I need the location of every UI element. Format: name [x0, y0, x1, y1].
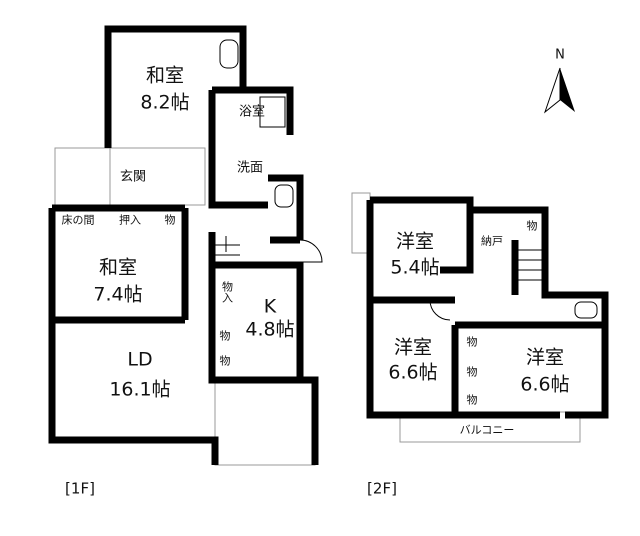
room-oshiire: 押入: [119, 213, 141, 227]
room-size: 8.2帖: [140, 91, 190, 114]
room-name: K: [263, 295, 277, 318]
room-storage-closet: 物入: [220, 281, 234, 303]
room-storage: 物: [466, 393, 478, 407]
room-storage: 物: [219, 354, 231, 368]
room-storage: 物: [219, 329, 231, 343]
room-size: 6.6帖: [388, 361, 438, 384]
floor-label: [2F]: [367, 479, 397, 498]
room-balcony: バルコニー: [459, 423, 515, 437]
floor-label: [1F]: [65, 479, 95, 498]
room-storage: 物: [164, 213, 176, 227]
room-name: LD: [127, 348, 153, 371]
room-name: 和室: [145, 64, 185, 87]
room-size: 6.6帖: [520, 373, 570, 396]
room-name: 洋室: [525, 346, 565, 369]
room-storage: 物: [466, 335, 478, 349]
room-size: 4.8帖: [245, 318, 295, 341]
walls-2f: [366, 196, 609, 419]
room-nando: 納戸: [481, 234, 503, 248]
walls-1f: [48, 25, 319, 465]
room-size: 16.1帖: [109, 378, 171, 401]
room-name: 洋室: [393, 336, 433, 359]
room-tokonoma: 床の間: [61, 213, 95, 227]
compass-label: N: [555, 47, 565, 63]
room-name: 洋室: [395, 230, 435, 253]
fixtures-2f: [429, 249, 598, 321]
room-bath: 浴室: [238, 104, 266, 120]
north-arrow-icon: [543, 67, 575, 114]
room-size: 5.4帖: [390, 256, 440, 279]
room-size: 7.4帖: [93, 283, 143, 306]
room-name: 和室: [98, 256, 138, 279]
room-storage: 物: [526, 219, 538, 233]
room-washroom: 洗面: [236, 160, 264, 176]
fixtures-1f: [212, 39, 323, 263]
room-storage: 物: [466, 365, 478, 379]
room-entrance: 玄関: [119, 169, 147, 185]
